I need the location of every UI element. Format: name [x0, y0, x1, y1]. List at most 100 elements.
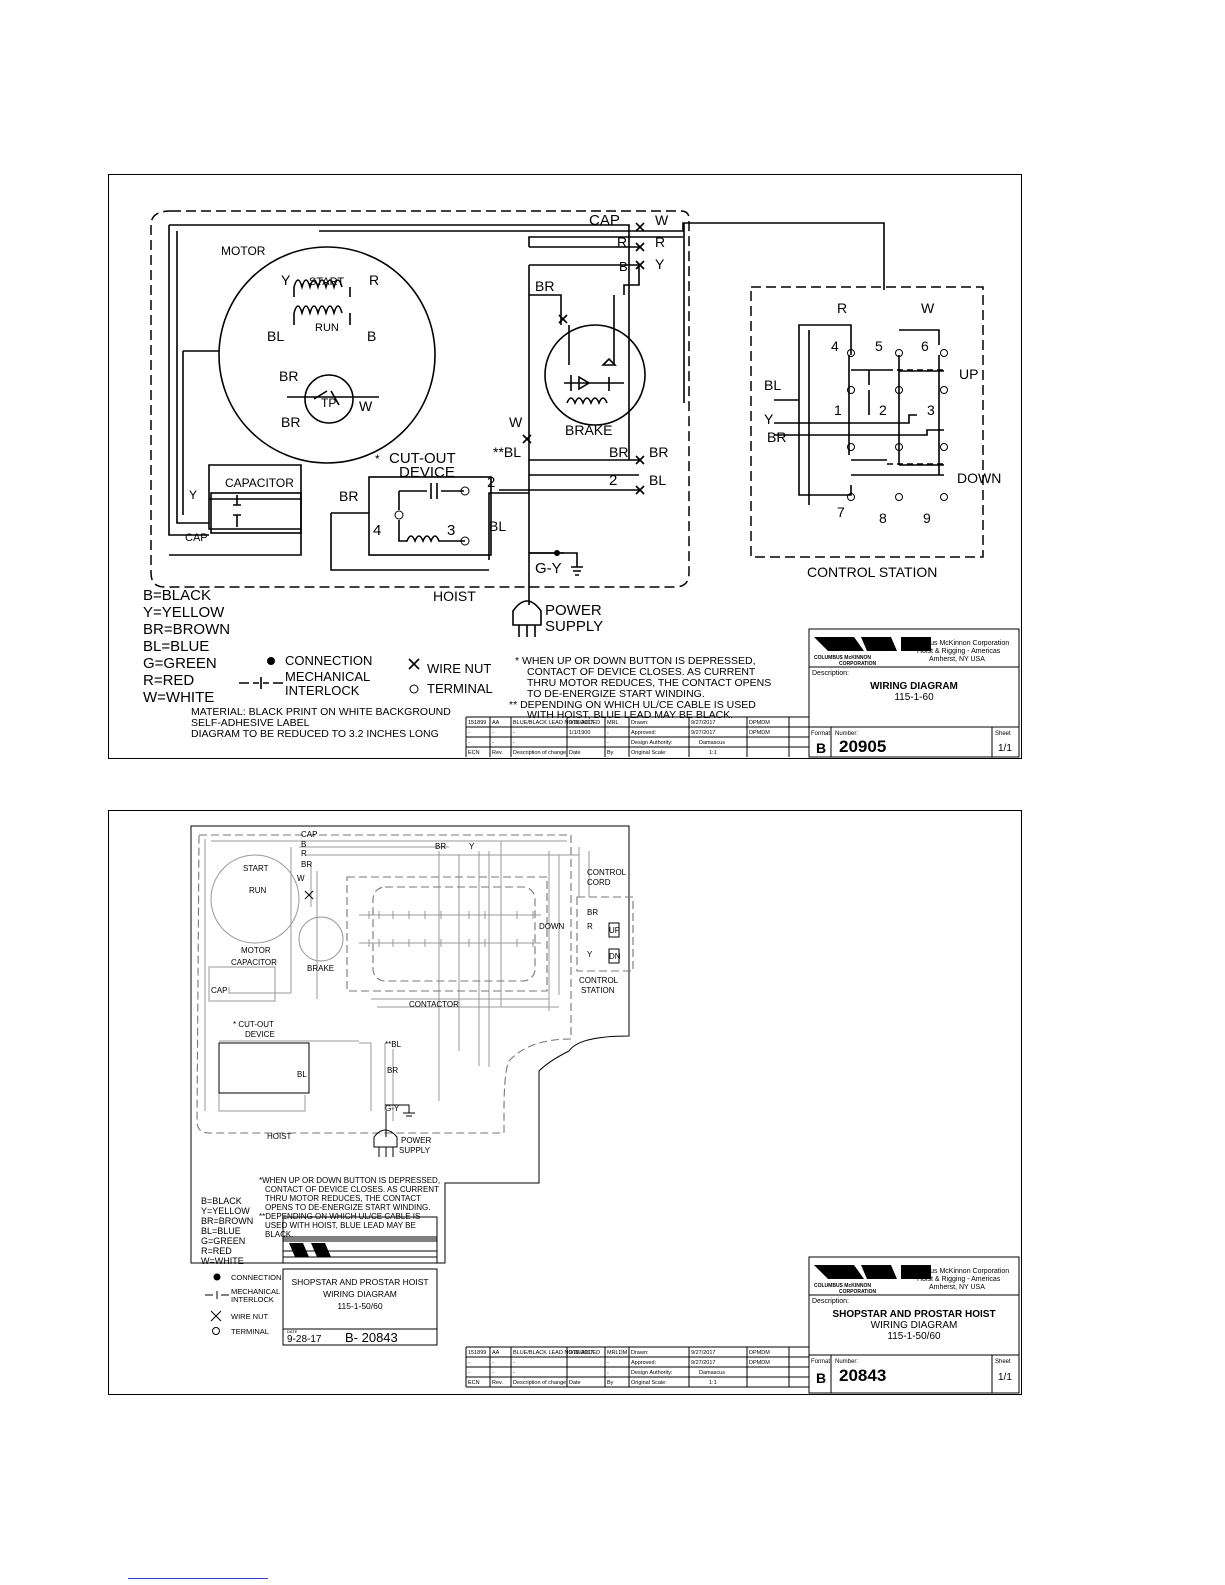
run-winding-label: RUN [315, 322, 339, 334]
rev-cell: - [607, 1370, 609, 1376]
s2-legend-interlock-1: MECHANICAL [231, 1287, 280, 1296]
start-winding-label: START [309, 276, 344, 288]
lbl-b: B [301, 840, 306, 849]
rev-cell: Approved: [631, 730, 657, 736]
hoist-boundary [150, 210, 690, 588]
wiring [168, 222, 885, 605]
cs-terminal-4: 4 [831, 338, 839, 354]
note-line-3: TO DE-ENERGIZE START WINDING. [527, 688, 705, 700]
rev-cell: Design Authority: [631, 1370, 673, 1376]
s2-company-name: Columbus McKinnon Corporation [906, 1268, 1009, 1275]
legend-connection: CONNECTION [285, 653, 372, 668]
rev-cell: 1/1/1900 [569, 730, 590, 736]
cs-down-label: DOWN [957, 470, 1001, 486]
legend-terminal: TERMINAL [427, 681, 493, 696]
s2-company-location: Amherst, NY USA [929, 1284, 985, 1291]
cs-r-label: R [837, 300, 847, 316]
cs-terminal-8: 8 [879, 510, 887, 526]
drawing-number: 20905 [839, 737, 886, 756]
rev-cell: - [513, 1360, 515, 1366]
brake-br-label: BR [535, 278, 554, 294]
title-block [465, 1256, 1020, 1394]
motor-bl-label: BL [267, 328, 284, 344]
wirenut-icon [304, 890, 314, 900]
control-station-boundary [750, 286, 984, 558]
lbl-motor: MOTOR [241, 946, 271, 955]
nut-r-label-1: R [617, 234, 627, 250]
rev-cell: Drawn: [631, 720, 649, 726]
color-code-5: R=RED [143, 672, 194, 689]
rev-cell: 151899 [468, 1350, 486, 1356]
lbl-y-top: Y [469, 842, 475, 851]
description-line-1: WIRING DIAGRAM [870, 681, 958, 692]
rev-cell: DPMDM [749, 1360, 770, 1366]
wiring [204, 839, 579, 1121]
nut-r-label-2: R [655, 234, 665, 250]
cs-terminal-9: 9 [923, 510, 931, 526]
power-supply-label-1: POWER [545, 602, 602, 619]
interlock-legend-icon [239, 677, 283, 689]
lbl-control-cord-2: CORD [587, 878, 611, 887]
rev-cell: By [607, 1380, 614, 1386]
rev-cell: AA [492, 1350, 500, 1356]
rev-cell: Date [569, 1380, 581, 1386]
lbl-up: UP [609, 926, 620, 935]
rev-cell: Date [569, 750, 581, 756]
cs-terminal-7: 7 [837, 504, 845, 520]
wirenut-legend-icon [408, 658, 420, 670]
rev-cell: 1:1 [709, 1380, 717, 1386]
s2-description-line-1: SHOPSTAR AND PROSTAR HOIST [832, 1309, 995, 1320]
lbl-cutout-2: DEVICE [245, 1030, 275, 1039]
motor-w-label: W [359, 398, 373, 414]
company-division: Hoist & Rigging - Americas [917, 648, 1001, 655]
title-block [465, 628, 1020, 758]
capacitor-box [210, 492, 302, 534]
old-title-text: SHOPSTAR AND PROSTAR HOIST WIRING DIAGRA… [287, 1277, 429, 1345]
s2-color-6: W=WHITE [201, 1256, 244, 1266]
rev-cell: Damascus [699, 1370, 725, 1376]
sheet2-color-legend: B=BLACK Y=YELLOW BR=BROWN BL=BLUE G=GREE… [201, 1196, 253, 1266]
s2-company-division: Hoist & Rigging - Americas [917, 1276, 1001, 1283]
s2-logo-subtext-2: CORPORATION [839, 1289, 877, 1295]
rev-cell: By [607, 750, 614, 756]
s2-note-4: **DEPENDING ON WHICH UL/CE CABLE IS [259, 1212, 420, 1221]
format-label: Format [811, 731, 830, 737]
rev-cell: Rev. [492, 750, 503, 756]
s2-description-line-3: 115-1-50/60 [887, 1331, 941, 1342]
hoist-label: HOIST [433, 588, 476, 604]
thermal-protector-label: TP [321, 396, 336, 410]
footer-link-underline[interactable] [128, 1578, 268, 1579]
control-station-terminals [847, 349, 948, 501]
rev-cell: 9/27/2017 [691, 730, 715, 736]
legend-interlock-2: INTERLOCK [285, 683, 360, 698]
power-supply-label-2: SUPPLY [545, 618, 603, 635]
capacitor-y-label: Y [189, 488, 197, 502]
rev-cell: DPMDM [749, 1350, 770, 1356]
lbl-power-1: POWER [401, 1136, 431, 1145]
rev-cell: 9/28/2017 [569, 1350, 593, 1356]
s2-legend-wirenut: WIRE NUT [231, 1312, 268, 1321]
notes: * WHEN UP OR DOWN BUTTON IS DEPRESSED, C… [509, 655, 771, 721]
revision-table: 151899 AA BLUE/BLACK LEAD NOTE ADDED 9/2… [468, 720, 770, 756]
rev-cell: Drawn: [631, 1350, 649, 1356]
s2-note-0: *WHEN UP OR DOWN BUTTON IS DEPRESSED, [259, 1176, 440, 1185]
s2-color-5: R=RED [201, 1246, 232, 1256]
lbl-w: W [297, 874, 305, 883]
label-outline [190, 825, 630, 1264]
rev-cell: - [492, 740, 494, 746]
nut-cap-label: CAP [589, 212, 620, 229]
nut-y-label: Y [655, 256, 665, 272]
cs-terminal-2: 2 [879, 402, 887, 418]
terminal-legend-icon [212, 1327, 220, 1335]
s2-format-value: B [816, 1370, 826, 1386]
rev-cell: - [492, 730, 494, 736]
logo-subtext-1: COLUMBUS McKINNON [814, 655, 871, 661]
nut-br-label-b: BR [649, 444, 668, 460]
s2-color-4: G=GREEN [201, 1236, 245, 1246]
cs-terminal-1: 1 [834, 402, 842, 418]
cs-up-label: UP [959, 366, 978, 382]
logo-subtext-2: CORPORATION [839, 661, 877, 667]
ground-icon [385, 1104, 415, 1117]
power-plug-icon [373, 1129, 398, 1157]
cutout-device-box [218, 1042, 310, 1094]
